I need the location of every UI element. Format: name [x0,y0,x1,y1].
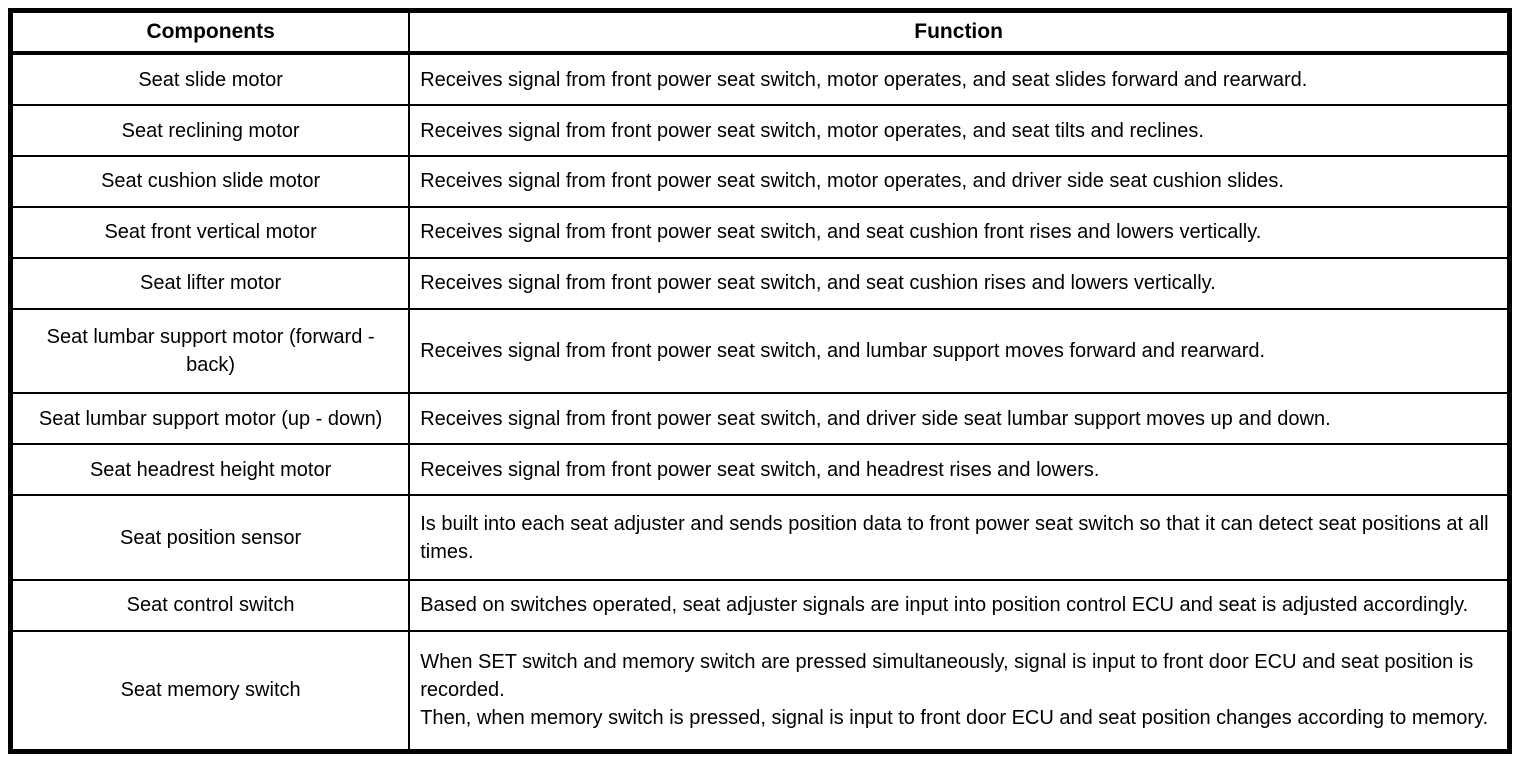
component-cell: Seat position sensor [9,494,411,581]
table-row: Seat position sensor Is built into each … [9,494,1511,581]
table-row: Seat headrest height motor Receives sign… [9,443,1511,497]
function-cell: Receives signal from front power seat sw… [408,51,1511,107]
header-row: Components Function [9,9,1511,55]
component-cell: Seat lifter motor [9,256,411,310]
component-cell: Seat reclining motor [9,104,411,157]
function-cell: Is built into each seat adjuster and sen… [408,494,1511,581]
table-row: Seat memory switch When SET switch and m… [9,629,1511,753]
component-cell: Seat slide motor [9,51,411,107]
component-cell: Seat control switch [9,578,411,632]
components-function-table: Components Function Seat slide motor Rec… [8,8,1512,754]
table-row: Seat control switch Based on switches op… [9,578,1511,632]
function-cell: Receives signal from front power seat sw… [408,154,1511,208]
function-cell: Receives signal from front power seat sw… [408,443,1511,497]
function-cell: Receives signal from front power seat sw… [408,104,1511,157]
component-cell: Seat memory switch [9,629,411,753]
column-header-components: Components [9,9,411,55]
table-row: Seat slide motor Receives signal from fr… [9,51,1511,107]
function-cell: Receives signal from front power seat sw… [408,307,1511,395]
component-cell: Seat lumbar support motor (up - down) [9,392,411,446]
table-row: Seat lumbar support motor (up - down) Re… [9,392,1511,446]
component-cell: Seat lumbar support motor (forward - bac… [9,307,411,395]
component-cell: Seat front vertical motor [9,205,411,259]
component-cell: Seat cushion slide motor [9,154,411,208]
table-row: Seat front vertical motor Receives signa… [9,205,1511,259]
function-cell: Based on switches operated, seat adjuste… [408,578,1511,632]
function-cell: Receives signal from front power seat sw… [408,256,1511,310]
table-row: Seat reclining motor Receives signal fro… [9,104,1511,157]
component-cell: Seat headrest height motor [9,443,411,497]
function-cell: Receives signal from front power seat sw… [408,205,1511,259]
table-body: Seat slide motor Receives signal from fr… [9,51,1511,753]
table-row: Seat cushion slide motor Receives signal… [9,154,1511,208]
table-row: Seat lumbar support motor (forward - bac… [9,307,1511,395]
column-header-function: Function [408,9,1511,55]
function-cell: When SET switch and memory switch are pr… [408,629,1511,753]
function-cell: Receives signal from front power seat sw… [408,392,1511,446]
table-row: Seat lifter motor Receives signal from f… [9,256,1511,310]
